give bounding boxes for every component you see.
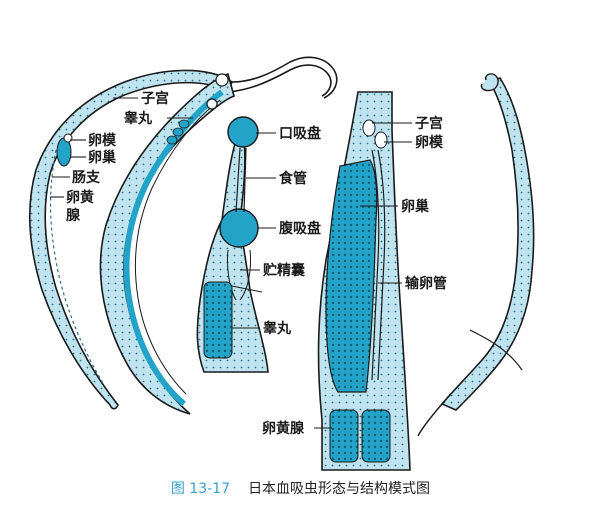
- label-intestinal-branch: 肠支: [72, 169, 101, 186]
- label-vitelline-gland-right: 卵黄腺: [262, 420, 305, 437]
- label-vitelline-gland-left: 卵黄 腺: [66, 189, 99, 224]
- label-ootype-left: 卵模: [88, 132, 117, 149]
- testis-cluster-left: [166, 119, 190, 145]
- figure-title: 日本血吸虫形态与结构模式图: [248, 481, 431, 497]
- label-esophagus: 食管: [279, 170, 307, 187]
- label-uterus-left: 子宫: [141, 90, 169, 107]
- label-ovary-left: 卵巢: [88, 149, 117, 166]
- leader-lines: [50, 97, 412, 429]
- label-seminal-vesicle: 贮精囊: [262, 262, 306, 279]
- figure-number: 图 13-17: [170, 481, 231, 497]
- oral-sucker: [227, 116, 259, 148]
- label-oviduct: 输卵管: [405, 275, 447, 292]
- label-testis-mid: 睾丸: [263, 320, 292, 337]
- figure-caption: 图 13-17 日本血吸虫形态与结构模式图: [0, 478, 601, 498]
- figure-labels: 子宫 睾丸 卵模 卵巢 肠支 卵黄 腺 口吸盘 食管 腹吸盘 贮精囊 睾丸 子宫…: [66, 90, 447, 437]
- label-ovary-right: 卵巢: [401, 198, 430, 215]
- label-ventral-sucker: 腹吸盘: [279, 220, 321, 237]
- male-anterior-mid: [196, 116, 269, 373]
- female-worm-right: [417, 73, 535, 437]
- label-vitelline-gland-left-line2: 腺: [66, 207, 81, 224]
- ventral-sucker: [219, 208, 259, 248]
- label-testis-left: 睾丸: [124, 110, 153, 127]
- female-worm-left: [28, 56, 338, 410]
- female-structure-right: [317, 91, 411, 471]
- male-worm-left: [99, 72, 235, 415]
- label-oral-sucker: 口吸盘: [279, 125, 321, 142]
- label-vitelline-gland-left-line1: 卵黄: [66, 189, 94, 206]
- label-ootype-right: 卵模: [415, 134, 444, 151]
- label-uterus-right: 子宫: [415, 115, 443, 132]
